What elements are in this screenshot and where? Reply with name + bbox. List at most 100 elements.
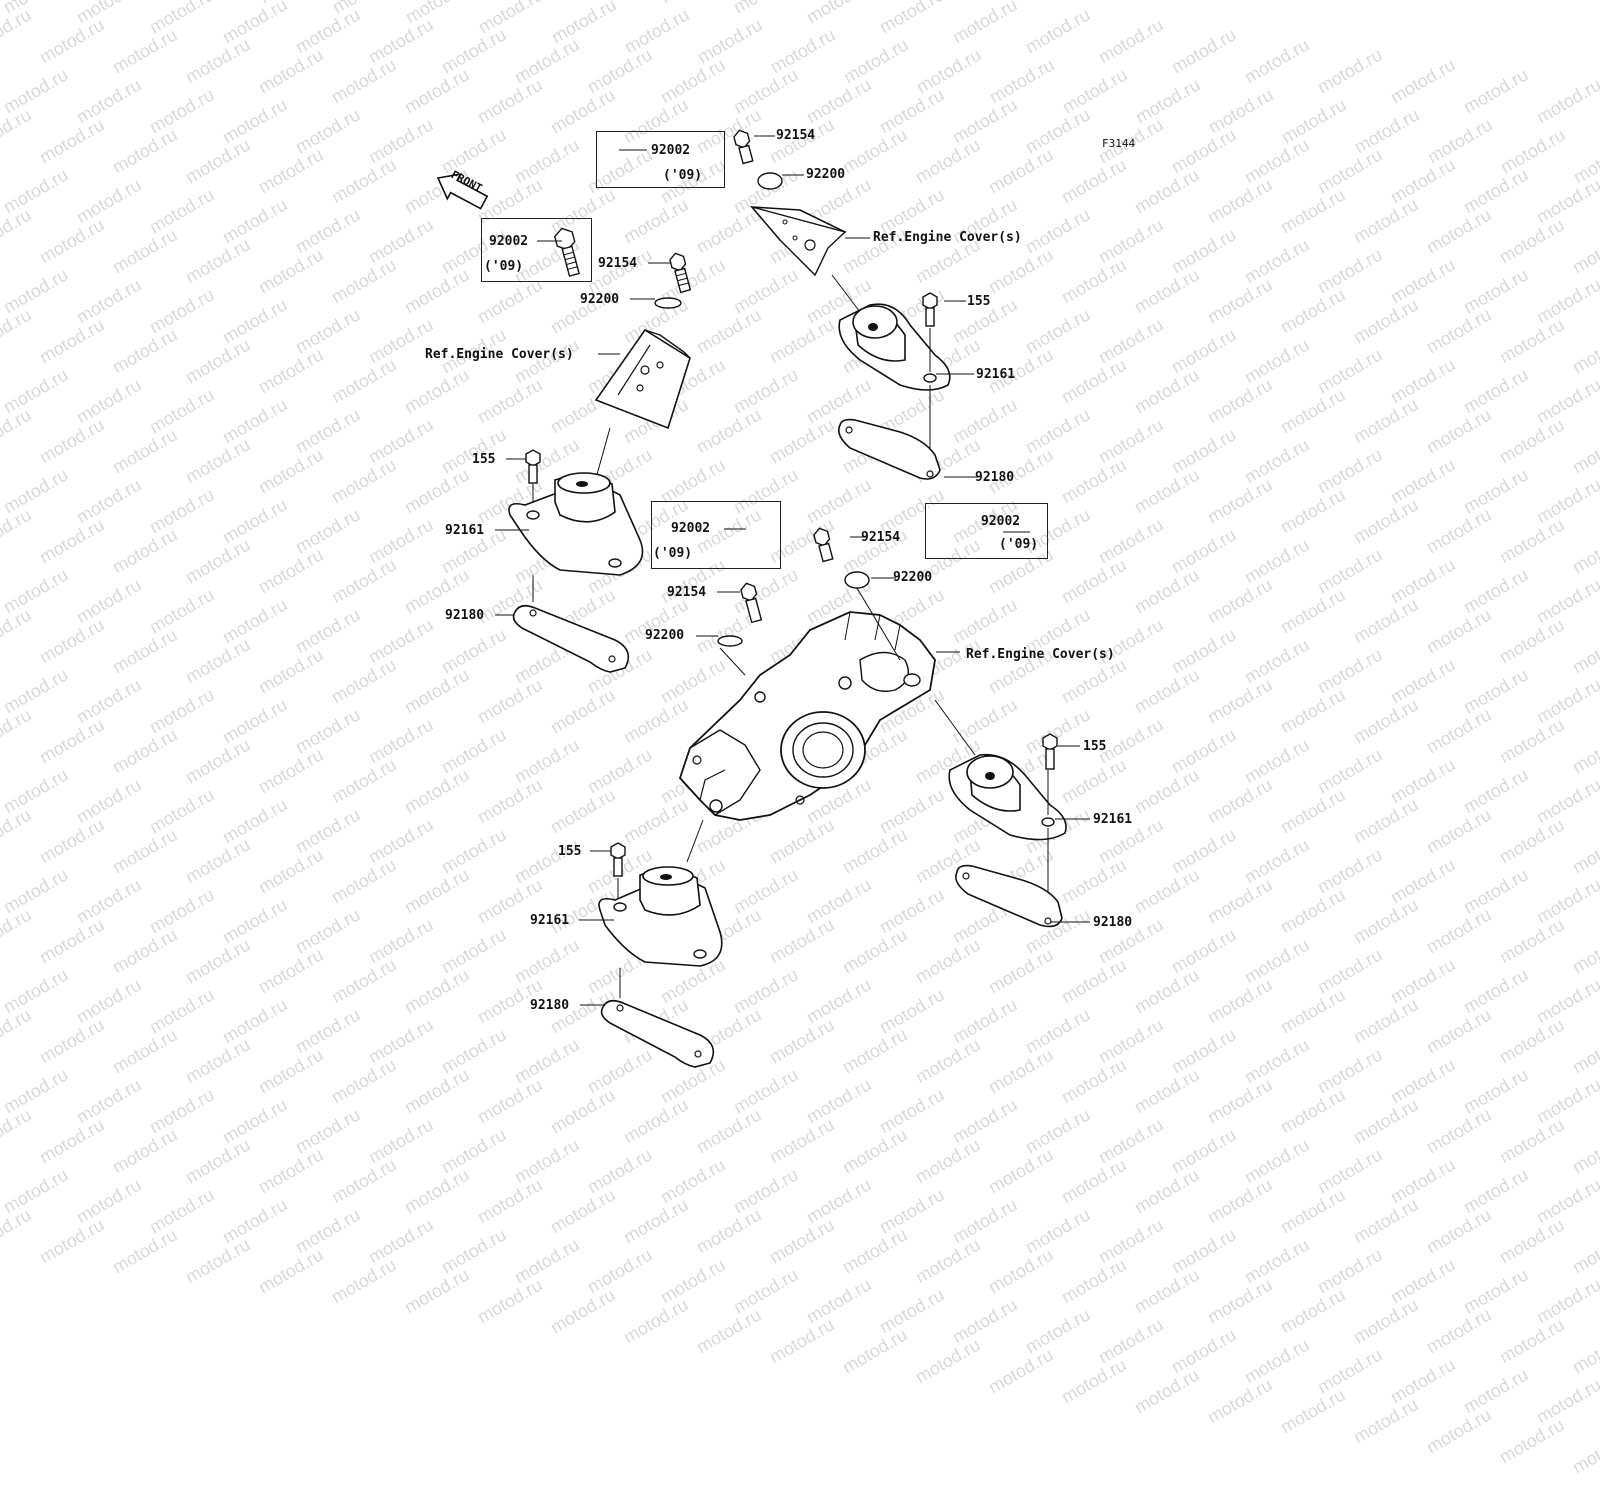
part-number-92161: 92161 xyxy=(1093,812,1133,827)
watermark-text: motod.ru xyxy=(1423,1404,1495,1458)
watermark-text: motod.ru xyxy=(474,1274,546,1328)
watermark-text: motod.ru xyxy=(1131,1364,1203,1418)
watermark-text: motod.ru xyxy=(365,1214,437,1268)
front-arrow-icon xyxy=(436,173,489,210)
watermark-text: motod.ru xyxy=(255,1244,327,1298)
bolt-icon xyxy=(669,252,692,294)
watermark-text: motod.ru xyxy=(1350,1394,1422,1448)
watermark-text: motod.ru xyxy=(1314,1344,1386,1398)
watermark-text: motod.ru xyxy=(1569,1324,1600,1378)
watermark-text: motod.ru xyxy=(839,1224,911,1278)
watermark-text: motod.ru xyxy=(876,1284,948,1338)
part-number-92154: 92154 xyxy=(598,256,638,271)
washer-icon xyxy=(654,297,682,309)
watermark-text: motod.ru xyxy=(949,1194,1021,1248)
watermark-text: motod.ru xyxy=(1496,1414,1568,1468)
watermark-text: motod.ru xyxy=(1350,1194,1422,1248)
gasket-icon xyxy=(512,604,630,673)
watermark-text: motod.ru xyxy=(1387,1354,1459,1408)
watermark-text: motod.ru xyxy=(1314,1244,1386,1298)
variant-box xyxy=(651,501,781,569)
watermark-text: motod.ru xyxy=(912,1234,984,1288)
diagram-drawing xyxy=(436,129,1090,1068)
part-number-92154: 92154 xyxy=(776,128,816,143)
watermark-text: motod.ru xyxy=(766,1214,838,1268)
part-number-155: 155 xyxy=(472,452,496,467)
part-number-92200: 92200 xyxy=(645,628,685,643)
watermark-text: motod.ru xyxy=(547,1284,619,1338)
watermark-text: motod.ru xyxy=(1204,1374,1276,1428)
watermark-text: motod.ru xyxy=(657,1254,729,1308)
bolt-icon xyxy=(740,582,763,624)
watermark-text: motod.ru xyxy=(693,1304,765,1358)
engine-mount-icon xyxy=(508,472,644,576)
watermark-text: motod.ru xyxy=(1350,1294,1422,1348)
watermark-text: motod.ru xyxy=(1423,1304,1495,1358)
watermark-text: motod.ru xyxy=(1168,1324,1240,1378)
watermark-text: motod.ru xyxy=(1241,1334,1313,1388)
watermark-text: motod.ru xyxy=(0,1204,35,1258)
part-number-92002: 92002 xyxy=(981,514,1021,529)
part-number-92154: 92154 xyxy=(861,530,901,545)
gasket-icon xyxy=(600,999,715,1068)
watermark-text: motod.ru xyxy=(109,1224,181,1278)
part-number-155: 155 xyxy=(558,844,582,859)
bolt-icon xyxy=(610,842,626,877)
watermark-text: motod.ru xyxy=(766,1314,838,1368)
bolt-icon xyxy=(733,129,754,165)
watermark-text: motod.ru xyxy=(1058,1354,1130,1408)
watermark-text: motod.ru xyxy=(1460,1264,1532,1318)
bolt-icon xyxy=(1042,733,1058,770)
part-number-92200: 92200 xyxy=(580,292,620,307)
bolt-icon xyxy=(553,227,581,277)
watermark-text: motod.ru xyxy=(985,1244,1057,1298)
watermark-text: motod.ru xyxy=(1241,1234,1313,1288)
part-number-92002: 92002 xyxy=(651,143,691,158)
watermark-text: motod.ru xyxy=(1496,1214,1568,1268)
bolt-icon xyxy=(813,527,834,563)
watermark-text: motod.ru xyxy=(328,1254,400,1308)
variant-year: ('09) xyxy=(663,168,703,183)
watermark-text: motod.ru xyxy=(1204,1274,1276,1328)
watermark-text: motod.ru xyxy=(1095,1314,1167,1368)
part-number-155: 155 xyxy=(967,294,991,309)
watermark-text: motod.ru xyxy=(803,1274,875,1328)
watermark-text: motod.ru xyxy=(1460,1364,1532,1418)
part-number-92161: 92161 xyxy=(530,913,570,928)
washer-icon xyxy=(757,172,783,190)
variant-year: ('09) xyxy=(999,537,1039,552)
bracket-icon xyxy=(750,205,847,277)
watermark-text: motod.ru xyxy=(1533,1274,1600,1328)
part-number-155: 155 xyxy=(1083,739,1107,754)
leader-lines xyxy=(495,135,1090,1006)
part-number-92002: 92002 xyxy=(671,521,711,536)
part-number-92180: 92180 xyxy=(975,470,1015,485)
watermark-text: motod.ru xyxy=(1095,1214,1167,1268)
variant-year: ('09) xyxy=(653,546,693,561)
bracket-icon xyxy=(594,328,691,430)
part-number-92180: 92180 xyxy=(1093,915,1133,930)
ref-engine-cover-label: Ref.Engine Cover(s) xyxy=(966,647,1115,662)
gasket-icon xyxy=(955,864,1063,928)
watermark-text: motod.ru xyxy=(620,1194,692,1248)
watermark-text: motod.ru xyxy=(1496,1314,1568,1368)
watermark-text: motod.ru xyxy=(401,1264,473,1318)
part-number-92002: 92002 xyxy=(489,234,529,249)
engine-cover-icon xyxy=(678,611,936,821)
part-number-92161: 92161 xyxy=(976,367,1016,382)
ref-engine-cover-label: Ref.Engine Cover(s) xyxy=(873,230,1022,245)
watermark-text: motod.ru xyxy=(1569,1424,1600,1478)
watermark-text: motod.ru xyxy=(1387,1254,1459,1308)
bolt-icon xyxy=(525,449,541,484)
watermark-text: motod.ru xyxy=(219,1194,291,1248)
variant-box xyxy=(481,218,592,282)
watermark-text: motod.ru xyxy=(511,1234,583,1288)
watermark-text: motod.ru xyxy=(839,1324,911,1378)
engine-mount-icon xyxy=(838,303,951,391)
watermark-text: motod.ru xyxy=(1277,1284,1349,1338)
engine-mount-icon xyxy=(948,753,1067,841)
gasket-icon xyxy=(837,418,941,480)
watermark-text: motod.ru xyxy=(693,1204,765,1258)
watermark-text: motod.ru xyxy=(438,1224,510,1278)
